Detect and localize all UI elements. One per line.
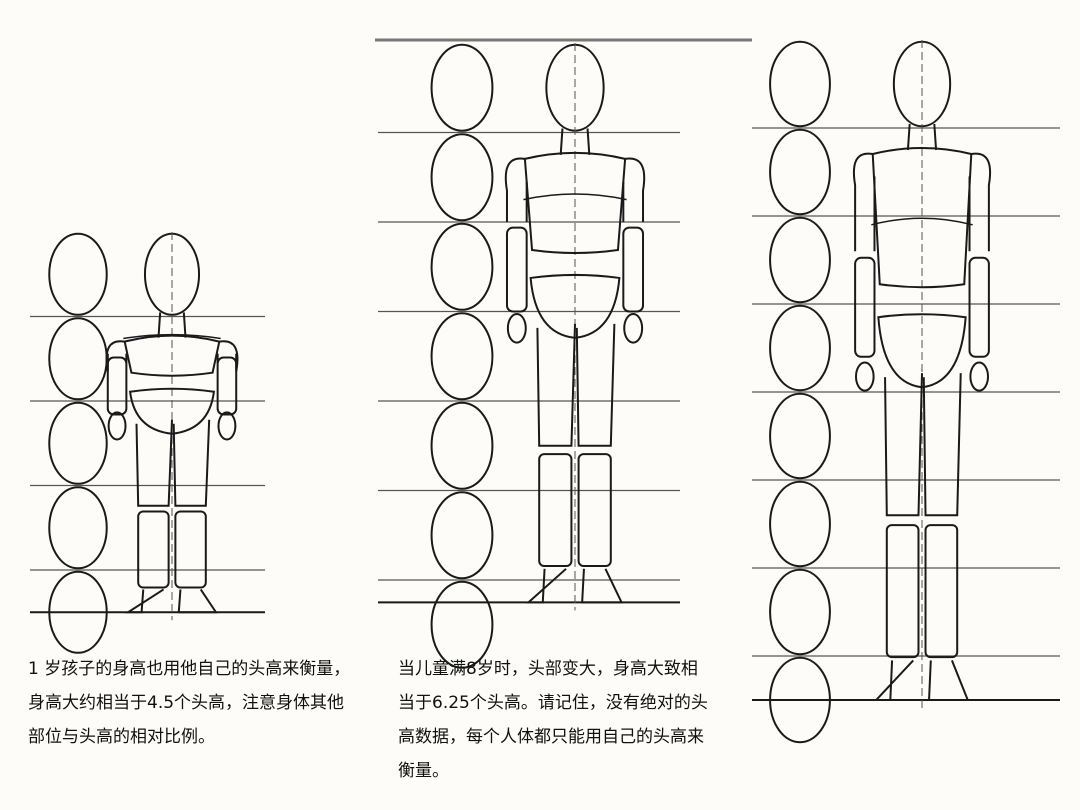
figure-chest-line xyxy=(523,193,627,201)
figure-thigh xyxy=(172,419,211,507)
figure-pelvis xyxy=(877,313,967,389)
head-unit-oval xyxy=(769,216,831,304)
head-unit-oval xyxy=(430,43,494,132)
head-unit-oval xyxy=(48,486,108,570)
head-unit-oval xyxy=(430,133,494,222)
figure-foot xyxy=(124,588,165,614)
head-unit-oval xyxy=(769,480,831,568)
caption-line: 身高大约相当于4.5个头高，注意身体其他 xyxy=(28,693,345,713)
figure-thigh xyxy=(575,323,616,447)
figure-pelvis xyxy=(128,387,216,435)
figure-thigh xyxy=(922,373,962,517)
figure-neck xyxy=(157,312,187,338)
caption-line: 衡量。 xyxy=(398,761,449,781)
figure-neck xyxy=(559,128,591,155)
figure-upper-arm xyxy=(852,152,876,252)
figure-upper-arm xyxy=(105,340,128,372)
caption-one-year-old: 1 岁孩子的身高也用他自己的头高来衡量， 身高大约相当于4.5个头高，注意身体其… xyxy=(28,652,350,754)
figure-pelvis xyxy=(529,273,621,339)
figure-forearm xyxy=(106,356,128,416)
figure-chest xyxy=(523,151,627,254)
figure-foot xyxy=(873,659,914,701)
figure-shin xyxy=(577,453,612,568)
figure-upper-arm xyxy=(216,340,239,372)
figure-forearm xyxy=(216,356,238,416)
figure-forearm xyxy=(505,226,528,313)
head-unit-oval xyxy=(430,580,494,669)
figure-hand xyxy=(107,411,127,441)
figure-shin xyxy=(885,524,920,659)
head-unit-oval xyxy=(430,312,494,401)
head-unit-oval xyxy=(430,401,494,490)
figure-forearm xyxy=(854,256,876,358)
head-unit-oval xyxy=(48,401,108,485)
head-unit-oval xyxy=(769,128,831,216)
figure-hand xyxy=(623,312,644,344)
figure-chest-line xyxy=(871,217,973,226)
figure-forearm xyxy=(622,226,645,313)
figure-hand xyxy=(855,361,875,392)
figure-thigh xyxy=(884,373,923,517)
caption-line: 1 岁孩子的身高也用他自己的头高来衡量， xyxy=(28,659,351,679)
figure-thigh xyxy=(135,419,173,507)
figure-foot xyxy=(525,568,567,604)
figure-hand xyxy=(969,361,990,392)
caption-line: 当于6.25个头高。请记住，没有绝对的头 xyxy=(398,693,708,713)
head-unit-oval xyxy=(48,317,108,401)
figure-hand xyxy=(217,411,237,441)
figure-neck xyxy=(906,123,938,151)
head-unit-oval xyxy=(430,222,494,311)
figure-hand xyxy=(506,312,527,344)
figure-forearm xyxy=(968,256,990,358)
head-unit-oval xyxy=(769,304,831,392)
figure-foot xyxy=(927,660,970,701)
figure-chest xyxy=(871,147,973,289)
head-unit-oval xyxy=(48,232,108,316)
head-unit-oval xyxy=(430,491,494,580)
figure-foot xyxy=(177,588,218,614)
figure-upper-arm xyxy=(622,157,646,222)
figure-shin xyxy=(137,510,170,589)
figure-chest xyxy=(123,334,221,377)
caption-line: 当儿童满8岁时，头部变大，身高大致相 xyxy=(398,659,698,679)
figure-shin xyxy=(924,524,959,659)
figure-upper-arm xyxy=(504,157,528,222)
head-unit-oval xyxy=(769,40,831,128)
caption-eight-year-old: 当儿童满8岁时，头部变大，身高大致相 当于6.25个头高。请记住，没有绝对的头 … xyxy=(398,652,708,788)
figure-upper-arm xyxy=(968,152,992,252)
head-unit-oval xyxy=(769,568,831,656)
caption-line: 高数据，每个人体都只能用自己的头高来 xyxy=(398,727,704,747)
figure-shin xyxy=(174,510,207,589)
figure-chest-line xyxy=(123,333,221,340)
figure-thigh xyxy=(536,323,576,447)
figure-shin xyxy=(538,453,573,568)
head-unit-oval xyxy=(769,392,831,480)
figure-foot xyxy=(581,568,624,604)
caption-line: 部位与头高的相对比例。 xyxy=(28,727,215,747)
